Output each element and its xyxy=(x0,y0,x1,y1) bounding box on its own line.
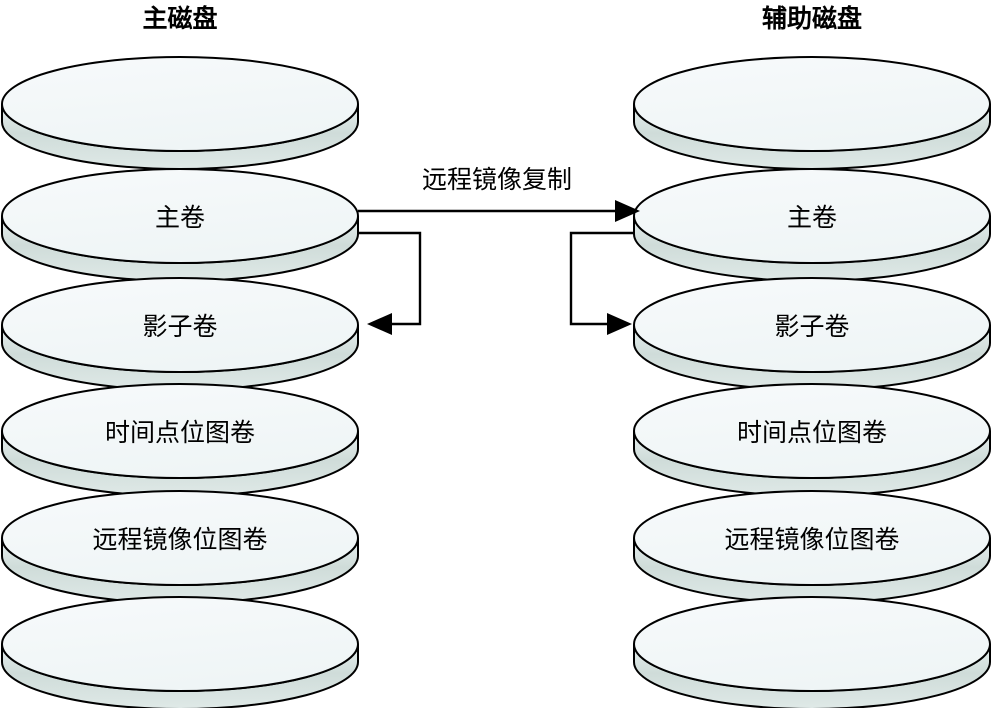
disk-platter-primary-volume[interactable]: 主卷 xyxy=(633,168,991,282)
disk-label-shadow-volume: 影子卷 xyxy=(142,312,217,341)
disk-label-pit-bitmap-volume: 时间点位图卷 xyxy=(105,418,255,447)
disk-label-remote-mirror-bitmap-volume: 远程镜像位图卷 xyxy=(92,525,267,554)
disk-label-shadow-volume: 影子卷 xyxy=(774,312,849,341)
stack-title-secondary: 辅助磁盘 xyxy=(762,4,862,33)
connector-remote-mirror-replication[interactable]: 远程镜像复制 xyxy=(358,165,640,222)
arrow-head-left-icon xyxy=(367,313,392,335)
disk-platter-remote-mirror-bitmap-volume[interactable]: 远程镜像位图卷 xyxy=(1,490,359,604)
disk-label-primary-volume: 主卷 xyxy=(787,203,837,232)
disk-platter-remote-mirror-bitmap-volume[interactable]: 远程镜像位图卷 xyxy=(633,490,991,604)
connector-secondary-shadow-copy[interactable] xyxy=(569,231,634,335)
stack-title-primary: 主磁盘 xyxy=(142,4,217,33)
stack-secondary-disk: 辅助磁盘 主卷 影子卷 时间 xyxy=(633,4,991,708)
disk-label-pit-bitmap-volume: 时间点位图卷 xyxy=(737,418,887,447)
disk-label-primary-volume: 主卷 xyxy=(155,203,205,232)
disk-platter[interactable] xyxy=(1,56,359,170)
disk-platter[interactable] xyxy=(633,56,991,170)
disk-label-remote-mirror-bitmap-volume: 远程镜像位图卷 xyxy=(724,525,899,554)
arrow-head-right-icon xyxy=(607,313,632,335)
disk-platter-pit-bitmap-volume[interactable]: 时间点位图卷 xyxy=(633,383,991,497)
stack-primary-disk: 主磁盘 主卷 影子卷 时间点 xyxy=(1,4,359,708)
arrow-head-right-icon xyxy=(615,200,640,222)
disk-platter-primary-volume[interactable]: 主卷 xyxy=(1,168,359,282)
disk-platter-shadow-volume[interactable]: 影子卷 xyxy=(1,277,359,391)
disk-platter[interactable] xyxy=(633,596,991,708)
connector-primary-shadow-copy[interactable] xyxy=(358,231,422,335)
disk-platter-pit-bitmap-volume[interactable]: 时间点位图卷 xyxy=(1,383,359,497)
connector-label-remote-mirror-replication: 远程镜像复制 xyxy=(422,165,572,194)
disk-platter[interactable] xyxy=(1,596,359,708)
disk-platter-shadow-volume[interactable]: 影子卷 xyxy=(633,277,991,391)
